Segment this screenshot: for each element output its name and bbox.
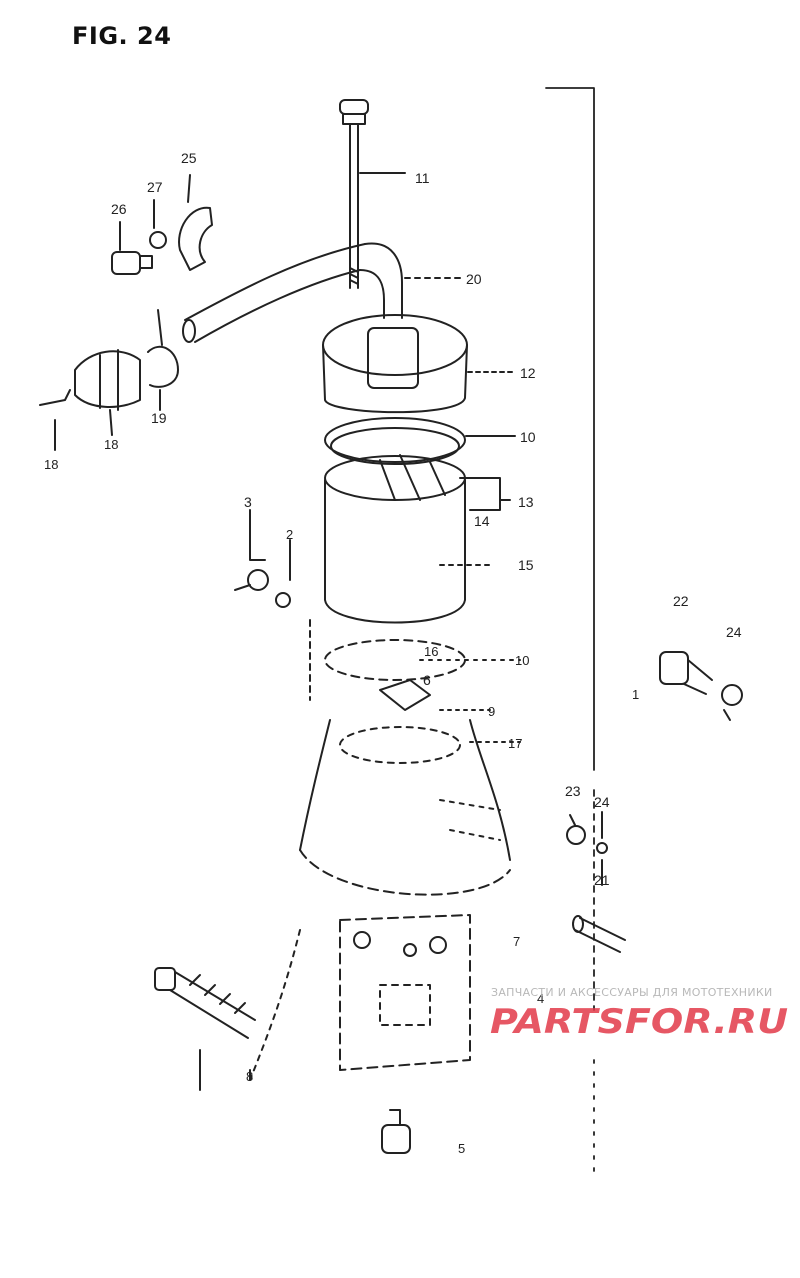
- callout-7: 7: [513, 934, 521, 949]
- callout-17: 17: [508, 736, 523, 751]
- callout-4: 4: [537, 991, 545, 1006]
- assembly-bracket-line: [545, 87, 595, 1181]
- inlet-fitting: [154, 967, 256, 1091]
- callout-19: 19: [151, 410, 167, 426]
- pump-body: [299, 639, 521, 896]
- callout-20: 20: [466, 271, 482, 287]
- callout-3: 3: [244, 494, 252, 510]
- callout-12: 12: [520, 365, 536, 381]
- callout-27: 27: [147, 179, 163, 195]
- callout-13: 13: [518, 494, 534, 510]
- hose: [182, 242, 461, 343]
- callout-26: 26: [111, 201, 127, 217]
- watermark-logo: PARTSFOR.RU: [490, 1002, 788, 1040]
- callout-14: 14: [474, 513, 490, 529]
- callout-21: 21: [594, 872, 610, 888]
- callout-8: 8: [246, 1069, 254, 1084]
- callout-23: 23: [565, 783, 581, 799]
- through-bolt: [339, 99, 406, 289]
- callout-10-upper: 10: [520, 429, 536, 445]
- callout-25: 25: [181, 150, 197, 166]
- callout-2: 2: [286, 527, 294, 542]
- figure-title: FIG. 24: [72, 22, 172, 50]
- callout-11: 11: [415, 170, 430, 186]
- callout-18-left: 18: [44, 457, 59, 472]
- callout-6: 6: [423, 672, 431, 688]
- banjo-fitting: [39, 309, 179, 451]
- stud-and-nut: [566, 811, 626, 953]
- watermark-tagline: ЗАПЧАСТИ И АКСЕССУАРЫ ДЛЯ МОТОТЕХНИКИ: [491, 986, 773, 999]
- filter-housing: [324, 479, 491, 624]
- filter-cap: [322, 314, 516, 414]
- callout-22: 22: [673, 593, 689, 609]
- callout-10-lower: 10: [515, 653, 530, 668]
- svg-text:PARTSFOR.RU: PARTSFOR.RU: [490, 1002, 788, 1040]
- callout-24-lower: 24: [594, 794, 610, 810]
- drain-plug: [381, 1109, 411, 1154]
- seal-ring: [324, 417, 516, 465]
- callout-1: 1: [632, 687, 640, 702]
- callout-9: 9: [488, 704, 496, 719]
- small-bolt-assembly: [234, 509, 311, 701]
- callout-16: 16: [424, 644, 439, 659]
- callout-15: 15: [518, 557, 534, 573]
- callout-24-upper: 24: [726, 624, 742, 640]
- mounting-bolt-right: [659, 651, 743, 721]
- callout-5: 5: [458, 1141, 466, 1156]
- filter-element: [324, 454, 511, 511]
- pump-base: [249, 914, 471, 1081]
- clamp-bolt-assembly: [111, 174, 213, 275]
- callout-18: 18: [104, 437, 119, 452]
